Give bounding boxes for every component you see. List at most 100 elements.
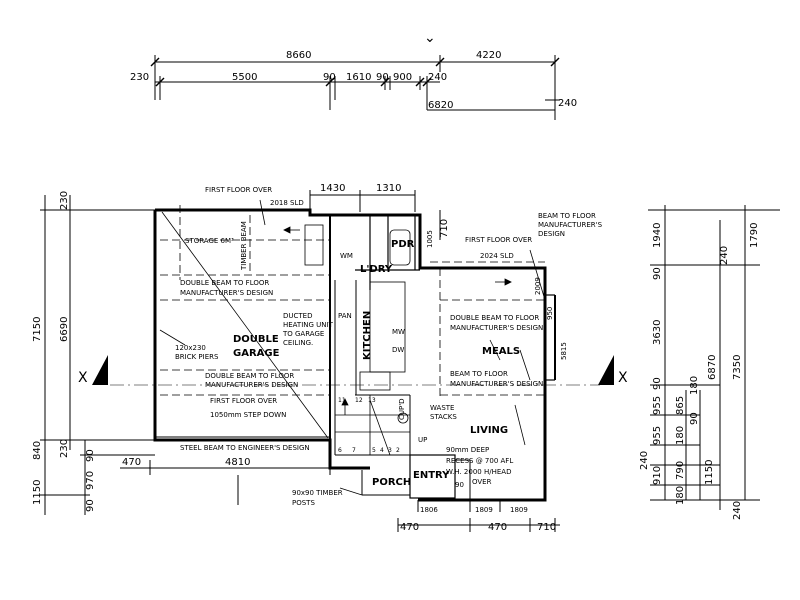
note-ducted-a: DUCTED bbox=[283, 312, 313, 320]
dim-470-bottom-a: 470 bbox=[122, 457, 141, 468]
dim-240-far-right: 240 bbox=[558, 98, 577, 109]
note-double-beam-2b: MANUFACTURER'S DESIGN bbox=[205, 381, 298, 389]
dim-470-bottom-c: 470 bbox=[488, 522, 507, 533]
stair-treads: 11 12 13 6 7 5 4 3 2 bbox=[338, 397, 400, 454]
dim-90-entry: 90 bbox=[455, 481, 464, 489]
note-posts-a: 90x90 TIMBER bbox=[292, 489, 343, 497]
dim-90-left-b: 90 bbox=[85, 499, 96, 512]
dim-1610: 1610 bbox=[346, 72, 371, 83]
dim-240-right-c: 240 bbox=[732, 501, 743, 520]
dim-910: 910 bbox=[652, 466, 663, 485]
stair-step-label: 7 bbox=[352, 447, 356, 454]
dim-2009: 2009 bbox=[534, 277, 542, 295]
room-kitchen: KITCHEN bbox=[362, 311, 373, 360]
note-beam-floor-mfr-1c: DESIGN bbox=[538, 230, 565, 238]
dim-180-right-c: 180 bbox=[675, 486, 686, 505]
room-ldry: L'DRY bbox=[360, 264, 393, 275]
dim-90-right-b: 90 bbox=[652, 377, 663, 390]
dim-5815: 5815 bbox=[560, 342, 568, 360]
note-first-floor-over-3: FIRST FLOOR OVER bbox=[210, 397, 277, 405]
section-x-right: X bbox=[618, 370, 628, 386]
note-first-floor-over-2: FIRST FLOOR OVER bbox=[465, 236, 532, 244]
note-beam-floor-2b: MANUFACTURER'S DESIGN bbox=[450, 380, 543, 388]
dim-6690: 6690 bbox=[59, 317, 70, 342]
building-walls bbox=[153, 208, 556, 502]
note-first-floor-over-1: FIRST FLOOR OVER bbox=[205, 186, 272, 194]
note-beam-floor-mfr-1: BEAM TO FLOOR bbox=[538, 212, 596, 220]
arrow-up-icon bbox=[341, 398, 349, 406]
direction-arrows bbox=[283, 226, 512, 415]
dim-900: 900 bbox=[393, 72, 412, 83]
note-piers-a: 120x230 bbox=[175, 344, 206, 352]
right-dimensions bbox=[648, 205, 780, 510]
note-waste-b: STACKS bbox=[430, 413, 457, 421]
stair-step-label: 3 bbox=[388, 447, 392, 454]
beam-dashed-lines bbox=[160, 205, 545, 400]
dim-6820: 6820 bbox=[428, 100, 453, 111]
room-living: LIVING bbox=[470, 425, 508, 436]
label-pan: PAN bbox=[338, 312, 352, 320]
dim-955-b: 955 bbox=[652, 426, 663, 445]
dim-1005: 1005 bbox=[426, 230, 434, 248]
stair-step-label: 2 bbox=[396, 447, 400, 454]
dim-710-upper: 710 bbox=[439, 219, 450, 238]
label-dw: DW bbox=[392, 346, 404, 354]
dim-840: 840 bbox=[32, 441, 43, 460]
dim-1809-a: 1809 bbox=[475, 506, 493, 514]
note-timber-beam: TIMBER BEAM bbox=[240, 221, 248, 271]
left-dimensions bbox=[40, 195, 155, 515]
arrow-left-icon bbox=[283, 226, 291, 234]
dim-240-top: 240 bbox=[428, 72, 447, 83]
label-mw: MW bbox=[392, 328, 405, 336]
stair-step-label: 4 bbox=[380, 447, 384, 454]
dim-230-left: 230 bbox=[59, 191, 70, 210]
dim-710-bottom: 710 bbox=[537, 522, 556, 533]
stair-step-label: 6 bbox=[338, 447, 342, 454]
bottom-dimensions bbox=[120, 460, 560, 532]
arrow-right-icon bbox=[504, 278, 512, 286]
dim-90-left: 90 bbox=[85, 449, 96, 462]
note-ducted-b: HEATING UNIT bbox=[283, 321, 334, 329]
note-ducted-c: TO GARAGE bbox=[282, 330, 324, 338]
note-storage: STORAGE 6M³ bbox=[185, 237, 234, 245]
stair-step-label: 11 bbox=[338, 397, 346, 404]
section-x-left: X bbox=[78, 370, 88, 386]
dim-1940: 1940 bbox=[652, 223, 663, 248]
note-double-beam-2a: DOUBLE BEAM TO FLOOR bbox=[205, 372, 294, 380]
note-ducted-d: CEILING. bbox=[283, 339, 313, 347]
dim-1150-left: 1150 bbox=[32, 480, 43, 505]
note-waste-a: WASTE bbox=[430, 404, 454, 412]
dim-5500: 5500 bbox=[232, 72, 257, 83]
stair-step-label: 13 bbox=[368, 397, 376, 404]
room-entry: ENTRY bbox=[413, 470, 450, 481]
waste-stack-icon bbox=[397, 412, 409, 424]
dim-3630: 3630 bbox=[652, 320, 663, 345]
note-double-beam-3b: MANUFACTURER'S DESIGN bbox=[450, 324, 543, 332]
room-pdr: PDR bbox=[391, 239, 415, 250]
diagonal-leaders bbox=[159, 199, 546, 496]
note-recess-a: 90mm DEEP bbox=[446, 446, 489, 454]
room-double: DOUBLE bbox=[233, 334, 279, 345]
dim-790: 790 bbox=[675, 461, 686, 480]
dim-1809-b: 1809 bbox=[510, 506, 528, 514]
dim-230-left-b: 230 bbox=[59, 439, 70, 458]
note-recess-c: W.H. 2000 H/HEAD bbox=[446, 468, 511, 476]
section-arrow-left-icon bbox=[92, 355, 108, 385]
label-up: UP bbox=[418, 436, 427, 444]
dim-6870: 6870 bbox=[707, 355, 718, 380]
dim-1150-right: 1150 bbox=[704, 460, 715, 485]
note-double-beam-3a: DOUBLE BEAM TO FLOOR bbox=[450, 314, 539, 322]
dim-7350: 7350 bbox=[732, 355, 743, 380]
dim-4220: 4220 bbox=[476, 50, 501, 61]
dim-180-right: 180 bbox=[689, 376, 700, 395]
note-double-beam-1a: DOUBLE BEAM TO FLOOR bbox=[180, 279, 269, 287]
note-recess-d: OVER bbox=[472, 478, 492, 486]
note-double-beam-1b: MANUFACTURER'S DESIGN bbox=[180, 289, 273, 297]
room-porch: PORCH bbox=[372, 477, 411, 488]
dim-8660: 8660 bbox=[286, 50, 311, 61]
note-recess-b: RECESS @ 700 AFL bbox=[446, 457, 513, 465]
note-2018-sld: 2018 SLD bbox=[270, 199, 304, 207]
dim-1806: 1806 bbox=[420, 506, 438, 514]
note-2024-sld: 2024 SLD bbox=[480, 252, 514, 260]
